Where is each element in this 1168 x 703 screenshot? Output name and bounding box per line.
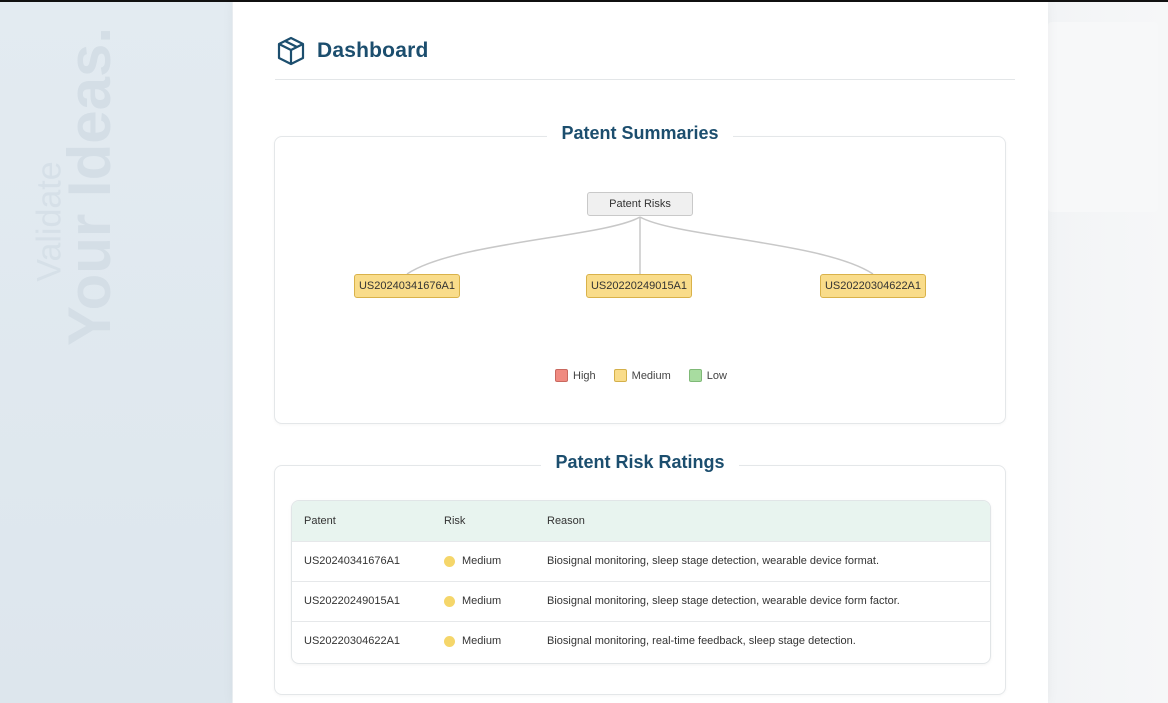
legend-label: Medium (631, 369, 671, 382)
window-top-border (0, 0, 1168, 2)
risk-dot-icon (444, 555, 455, 567)
patent-summaries-card: Patent Summaries Patent Risks US20240341… (274, 123, 1007, 424)
tree-node-patent-2[interactable]: US20220249015A1 (586, 274, 692, 298)
tree-node-patent-1[interactable]: US20240341676A1 (354, 274, 460, 298)
legend-label: High (573, 369, 596, 382)
patent-risk-ratings-card: Patent Risk Ratings Patent Risk Reason U… (274, 452, 1006, 695)
background-faded-card (1048, 22, 1158, 212)
table-row: US20220249015A1 Medium Biosignal monitor… (292, 581, 990, 621)
cell-risk: Medium (462, 555, 502, 567)
legend-item-low: Low (688, 369, 727, 382)
legend-swatch-high (555, 369, 569, 382)
risk-dot-icon (444, 595, 455, 607)
legend-label: Low (706, 369, 727, 382)
cell-reason: Biosignal monitoring, real-time feedback… (547, 635, 856, 648)
cell-reason: Biosignal monitoring, sleep stage detect… (547, 555, 880, 567)
cell-patent: US20220304622A1 (304, 635, 401, 648)
column-header-reason: Reason (547, 514, 585, 527)
cube-icon (275, 34, 309, 68)
legend-item-medium: Medium (613, 369, 671, 382)
column-header-risk: Risk (444, 514, 466, 527)
tree-node-patent-3[interactable]: US20220304622A1 (820, 274, 926, 298)
background-left-panel: Your Ideas. Validate (0, 2, 232, 703)
tree-root-node[interactable]: Patent Risks (587, 192, 693, 216)
cell-patent: US20220249015A1 (304, 595, 401, 607)
risk-dot-icon (444, 635, 455, 647)
risk-ratings-table: Patent Risk Reason US20240341676A1 Mediu… (291, 500, 991, 664)
patent-risk-ratings-title: Patent Risk Ratings (541, 452, 739, 472)
table-row: US20240341676A1 Medium Biosignal monitor… (292, 541, 990, 581)
table-header-row: Patent Risk Reason (292, 501, 990, 541)
column-header-patent: Patent (304, 514, 336, 527)
risk-legend: High Medium Low (275, 369, 1007, 382)
cell-reason: Biosignal monitoring, sleep stage detect… (547, 595, 900, 607)
dashboard-main: Dashboard Patent Summaries Patent Risks … (233, 2, 1048, 703)
cell-risk: Medium (462, 635, 502, 648)
legend-swatch-low (688, 369, 702, 382)
cell-patent: US20240341676A1 (304, 555, 401, 567)
legend-item-high: High (555, 369, 596, 382)
table-row: US20220304622A1 Medium Biosignal monitor… (292, 621, 990, 661)
legend-swatch-medium (613, 369, 627, 382)
background-right-panel (1048, 2, 1168, 703)
page-title: Dashboard (317, 38, 429, 62)
cell-risk: Medium (462, 595, 502, 607)
patent-risk-tree-lines (406, 216, 874, 275)
background-ghost-subtext: Validate (30, 161, 69, 282)
patent-summaries-title: Patent Summaries (547, 123, 733, 143)
dashboard-header: Dashboard (275, 22, 1015, 80)
